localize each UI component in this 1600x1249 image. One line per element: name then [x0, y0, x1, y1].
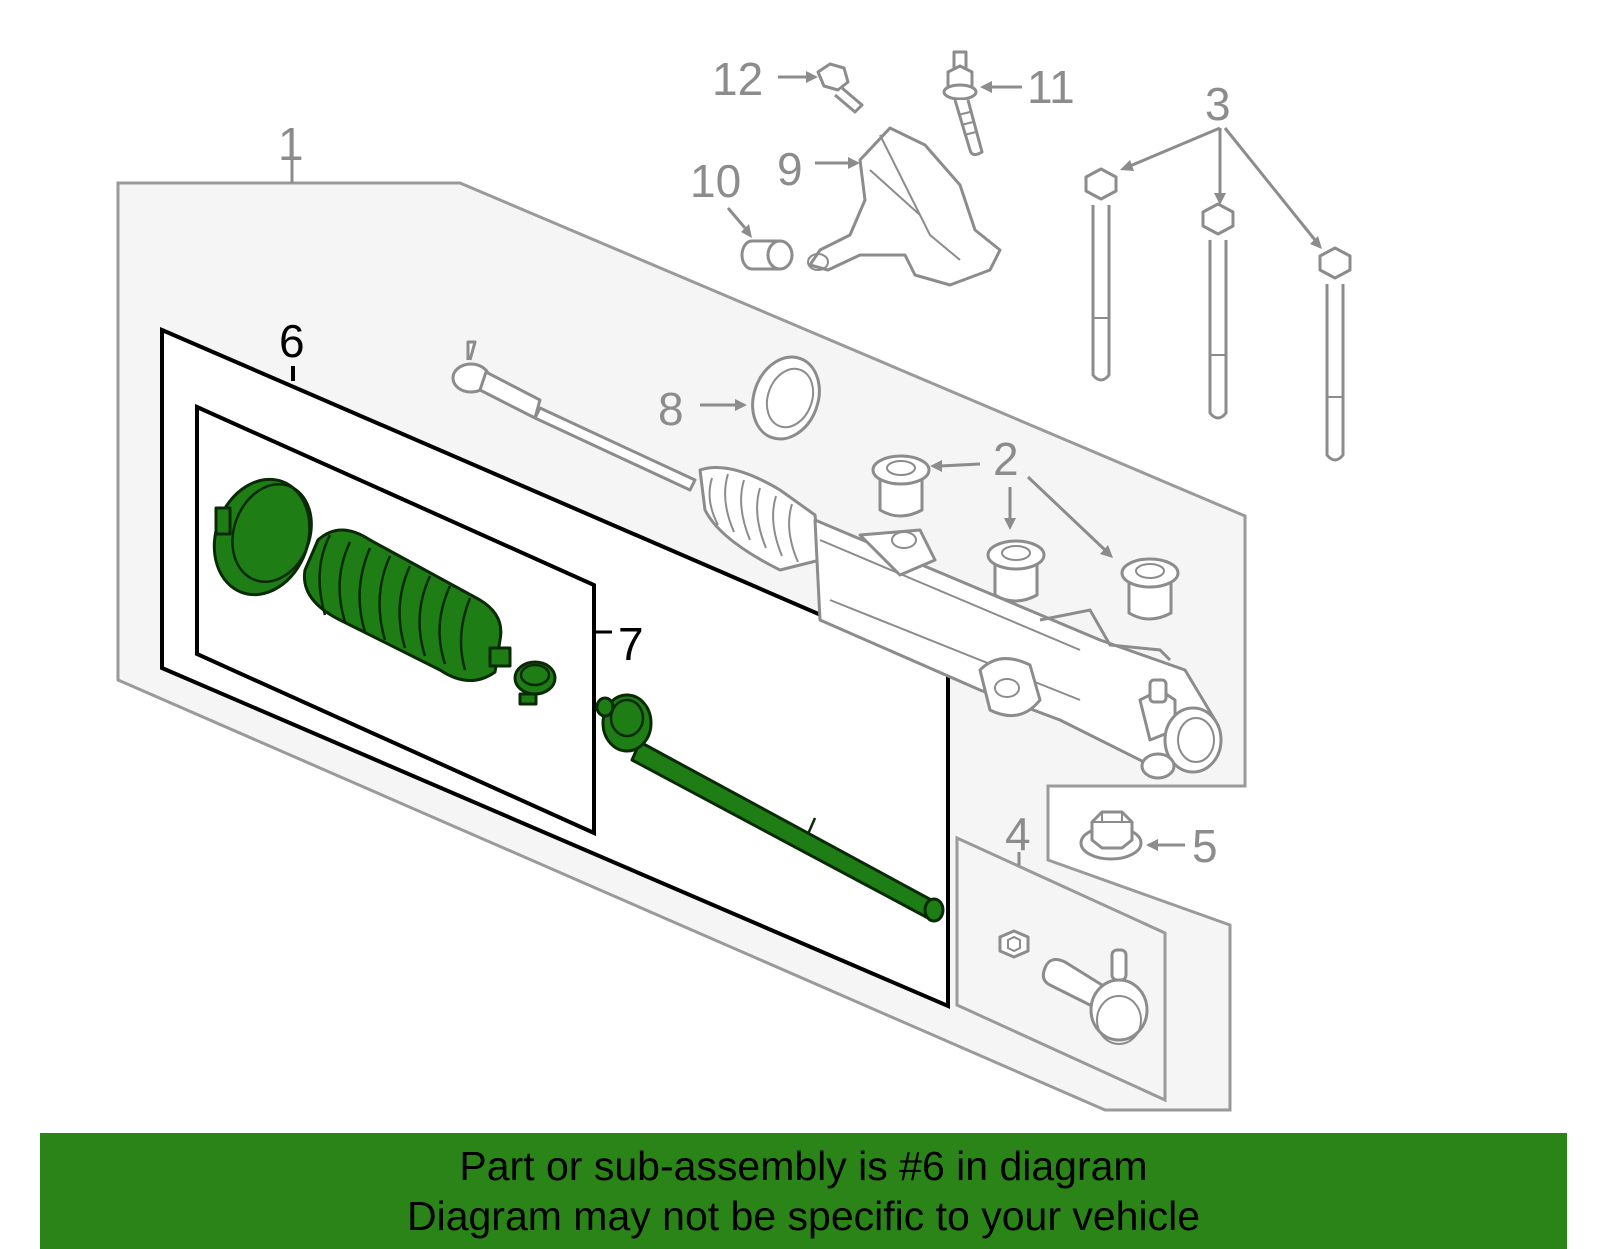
- steering-rack-part-1: [451, 340, 1223, 780]
- callout-1: 1: [278, 118, 304, 170]
- callout-4: 4: [1005, 808, 1031, 860]
- boot-clamp-ring: [212, 477, 313, 597]
- steering-rack-boot: [302, 528, 512, 682]
- callout-12-arrow: [806, 71, 818, 83]
- callout-9-arrow: [848, 157, 860, 169]
- callout-7: 7: [618, 618, 644, 670]
- callout-2: 2: [993, 433, 1019, 485]
- callout-2-arrow-b: [1004, 518, 1016, 530]
- mounting-bolt-part-3-b: [1201, 202, 1235, 420]
- callout-5-arrow: [1146, 839, 1158, 851]
- bushing-part-2-a: [871, 454, 931, 518]
- callout-11-arrow: [980, 81, 992, 93]
- callout-10-leader: [726, 207, 747, 229]
- bolt-part-12: [816, 62, 864, 114]
- callout-3-arrow-c: [1310, 236, 1322, 249]
- inner-tie-rod: [595, 693, 945, 923]
- callout-3-arrow-b: [1214, 193, 1226, 205]
- callout-11: 11: [1027, 61, 1075, 113]
- callout-2-arrow-a: [930, 460, 942, 472]
- banner-line-1: Part or sub-assembly is #6 in diagram: [459, 1143, 1148, 1189]
- callout-12: 12: [712, 53, 763, 105]
- callout-2-arrow-c: [1100, 545, 1113, 558]
- banner-line-2: Diagram may not be specific to your vehi…: [406, 1193, 1200, 1239]
- tie-rod-end-part-4: [998, 929, 1149, 1045]
- callout-3: 3: [1205, 78, 1231, 130]
- callout-3-leader-c: [1223, 127, 1317, 241]
- info-banner: Part or sub-assembly is #6 in diagram Di…: [40, 1133, 1567, 1249]
- callout-10-arrow: [741, 224, 752, 238]
- bushing-part-10: [740, 239, 794, 271]
- callout-3-arrow-a: [1120, 160, 1134, 171]
- bushing-part-2-c: [1120, 557, 1180, 621]
- small-boot-clamp: [513, 660, 557, 706]
- callout-2-leader-c: [1026, 475, 1107, 552]
- mounting-bolt-part-3-c: [1318, 246, 1352, 462]
- callout-2-leader-a: [939, 462, 981, 468]
- callout-3-leader-a: [1129, 126, 1221, 168]
- flange-nut-part-5: [1079, 810, 1143, 861]
- bushing-part-2-b: [986, 539, 1046, 603]
- callout-9: 9: [777, 143, 803, 195]
- callout-8-arrow: [735, 399, 747, 411]
- callout-5: 5: [1192, 820, 1218, 872]
- bracket-part-9: [807, 126, 1002, 287]
- callout-8: 8: [658, 383, 684, 435]
- callout-10: 10: [690, 155, 741, 207]
- seal-ring-part-8: [751, 355, 821, 441]
- mounting-bolt-part-3-a: [1084, 167, 1118, 382]
- stud-bolt-part-11: [942, 50, 984, 157]
- callout-6: 6: [279, 315, 305, 367]
